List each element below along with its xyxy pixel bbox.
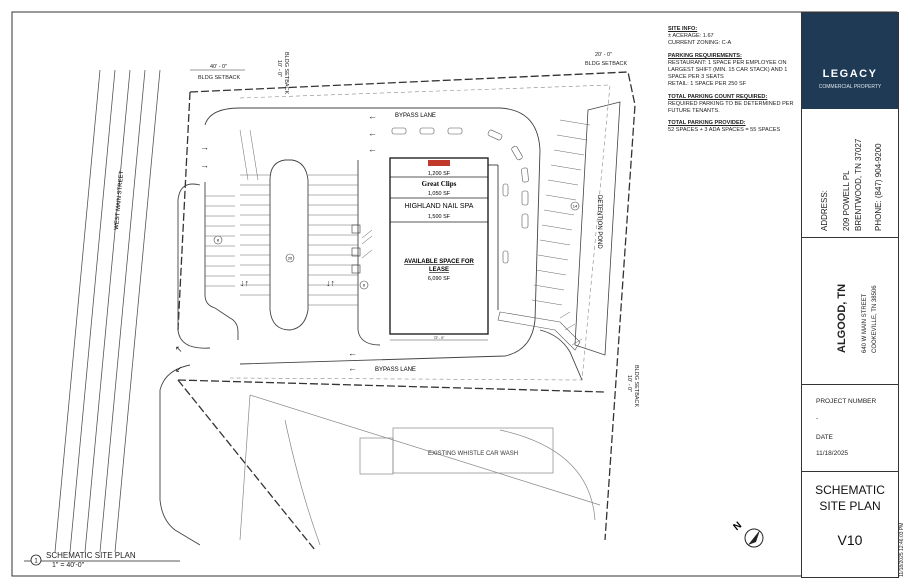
svg-text:N: N [731, 520, 744, 533]
svg-text:10' - 0": 10' - 0" [626, 375, 632, 392]
address-line2: BRENTWOOD, TN 37027 [854, 138, 863, 231]
date-label: DATE [816, 434, 833, 441]
site-info-notes: SITE INFO: ± ACERAGE: 1.67 CURRENT ZONIN… [668, 26, 796, 135]
site-info-line: REQUIRED PARKING TO BE DETERMINED PER [668, 100, 794, 107]
svg-text:←: ← [368, 128, 377, 138]
svg-text:→: → [200, 142, 209, 152]
svg-text:14: 14 [573, 204, 578, 209]
detention-pond [574, 101, 621, 356]
property-boundary-west [177, 91, 191, 331]
parking-stalls [205, 119, 591, 306]
sheet-scale: 1" = 40'-0" [52, 562, 85, 569]
site-info-line: RESTAURANT: 1 SPACE PER EMPLOYEE ON [668, 59, 787, 66]
tenant3-name: HIGHLAND NAIL SPA [405, 203, 474, 210]
existing-car-wash [239, 394, 601, 546]
svg-text:20: 20 [288, 256, 293, 261]
site-info-line: SPACE PER 3 SEATS [668, 74, 724, 81]
svg-text:←: ← [368, 111, 377, 121]
svg-text:BLDG SETBACK: BLDG SETBACK [198, 75, 241, 81]
project-addr2: COOKEVILLE, TN 38506 [872, 285, 878, 353]
tenant2-name: Great Clips [422, 180, 457, 188]
tenant4-area: 6,090 SF [428, 276, 451, 282]
project-name: ALGOOD, TN [836, 283, 848, 353]
dimension-bottom: 72' - 0" [434, 336, 446, 340]
svg-text:6: 6 [363, 283, 366, 288]
parking-provided-heading: TOTAL PARKING PROVIDED: [668, 120, 746, 127]
svg-text:BLDG SETBACK: BLDG SETBACK [585, 61, 628, 67]
site-info-line: FUTURE TENANTS. [668, 108, 720, 115]
site-info-heading: SITE INFO: [668, 26, 698, 32]
svg-text:10' - 0": 10' - 0" [276, 60, 282, 77]
timestamp: 11/18/2025 12:46:03 PM [899, 522, 905, 577]
svg-text:BLDG SETBACK: BLDG SETBACK [283, 52, 289, 95]
street-label: WEST MAIN STREET [114, 170, 125, 230]
svg-text:8: 8 [217, 238, 220, 243]
project-addr1: 640 W MAIN STREET [862, 293, 868, 353]
svg-text:↖: ↖ [175, 344, 183, 354]
tenant4-name-1: AVAILABLE SPACE FOR [404, 259, 474, 265]
restaurant-logo [428, 160, 450, 166]
bypass-lane-north: BYPASS LANE [395, 113, 436, 119]
stall-count-markers: 8 20 14 6 [213, 201, 580, 290]
svg-text:↓↑: ↓↑ [240, 278, 249, 288]
tenant2-area: 1,050 SF [428, 191, 451, 197]
tenant1-area: 1,200 SF [428, 171, 451, 177]
logo: LEGACY COMMERCIAL PROPERTY [802, 13, 898, 109]
detention-pond-label: DETENTION POND [596, 195, 602, 249]
logo-word: LEGACY [822, 68, 878, 80]
site-info-line: LARGEST SHIFT (MIN. 15 CAR STACK) AND 1 [668, 67, 788, 74]
sheet-number: 1 [34, 559, 38, 565]
logo-sub: COMMERCIAL PROPERTY [818, 84, 882, 90]
building: 1,200 SF Great Clips 1,050 SF HIGHLAND N… [389, 157, 499, 341]
tenant4-name-2: LEASE [429, 267, 449, 273]
svg-text:20' - 0": 20' - 0" [595, 52, 612, 58]
version: V10 [837, 532, 863, 548]
site-info-line: ± ACERAGE: 1.67 [668, 33, 714, 40]
site-info-line: CURRENT ZONING: C-A [668, 40, 732, 47]
project-number: - [816, 415, 819, 422]
sheet-number-circle [30, 554, 42, 566]
svg-text:←: ← [368, 144, 377, 154]
property-boundary [189, 71, 636, 541]
bypass-lane-south: BYPASS LANE [375, 367, 416, 373]
svg-text:↓↑: ↓↑ [326, 278, 335, 288]
street-lines [54, 69, 161, 553]
svg-text:↙: ↙ [175, 364, 183, 374]
setback-annotations: 40' - 0" BLDG SETBACK BLDG SETBACK 10' -… [190, 52, 639, 408]
ramp [497, 311, 581, 351]
svg-text:→: → [200, 160, 209, 170]
sheet-title: SCHEMATIC SITE PLAN [46, 551, 136, 560]
tenant3-area: 1,500 SF [428, 214, 451, 220]
svg-text:40' - 0": 40' - 0" [210, 64, 227, 70]
svg-text:←: ← [348, 363, 357, 373]
setback-line [229, 84, 611, 381]
car-wash-label: EXISTING WHISTLE CAR WASH [428, 451, 518, 457]
north-arrow-icon: N [731, 520, 764, 548]
address-label: ADDRESS: [820, 190, 829, 231]
site-info-line: 52 SPACES + 3 ADA SPACES = 55 SPACES [668, 127, 781, 134]
drive-thru-cars [391, 127, 529, 264]
sheet-title-line1: SCHEMATIC [815, 483, 885, 497]
date: 11/18/2025 [816, 450, 849, 457]
site-info-line: RETAIL: 1 SPACE PER 250 SF [668, 81, 747, 88]
address-line1: 209 POWELL PL [842, 170, 851, 231]
traffic-arrows: ← ← ← ← ← → → ↓↑ ↓↑ ↖ ↙ [175, 111, 377, 374]
ada-stalls [351, 224, 373, 274]
svg-text:←: ← [348, 348, 357, 358]
parking-count-heading: TOTAL PARKING COUNT REQUIRED: [668, 93, 768, 100]
project-number-label: PROJECT NUMBER [816, 398, 877, 405]
title-block: LEGACY COMMERCIAL PROPERTY ADDRESS: 209 … [801, 12, 899, 578]
parking-req-heading: PARKING REQUIREMENTS: [668, 52, 742, 59]
phone: PHONE: (847) 904-9200 [874, 143, 883, 231]
curbs [159, 107, 583, 546]
svg-text:BLDG SETBACK: BLDG SETBACK [633, 365, 639, 408]
sheet-title-line2: SITE PLAN [819, 499, 881, 513]
property-boundary-south [177, 379, 606, 393]
